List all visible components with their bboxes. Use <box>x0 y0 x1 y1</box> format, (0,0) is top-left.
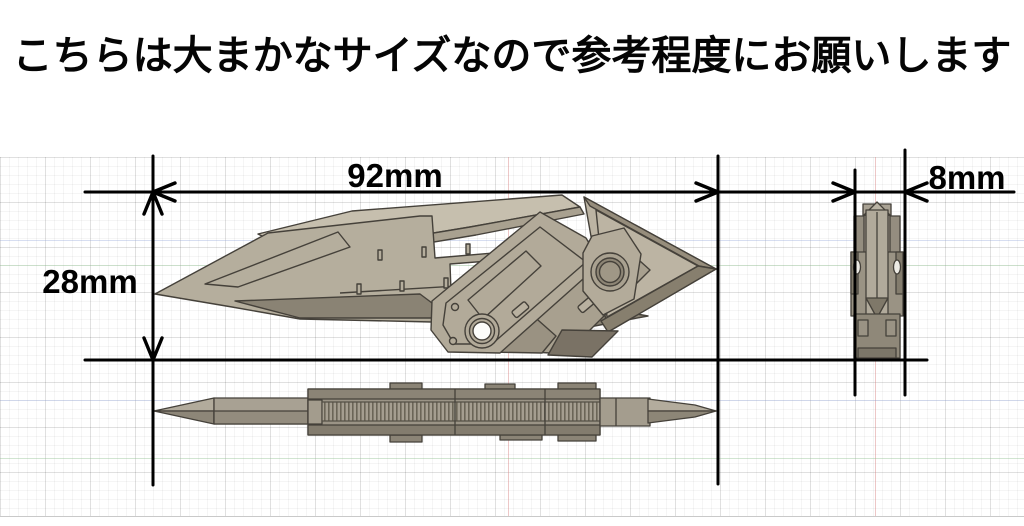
side-hull-panel-line <box>204 231 351 288</box>
width-dimension-label: 92mm <box>347 157 443 194</box>
arrow-depth-right-icon <box>903 181 929 203</box>
top-ribbed-band <box>321 401 601 422</box>
side-shadow-wedge <box>547 329 619 358</box>
end-v-groove <box>865 297 889 319</box>
end-side-hole-right <box>892 259 902 275</box>
side-pivot-hole <box>472 321 492 341</box>
top-tip-lower <box>153 410 215 425</box>
side-view-drawing <box>154 194 717 358</box>
height-dimension-label: 28mm <box>42 263 138 300</box>
top-tip-blade-upper <box>647 398 717 412</box>
top-view-drawing <box>153 382 717 443</box>
side-boss-face <box>598 260 622 284</box>
page-title: こちらは大まかなサイズなので参考程度にお願いします <box>12 32 1012 79</box>
dimension-annotations <box>83 148 1016 487</box>
depth-dimension-label: 8mm <box>928 159 1006 196</box>
side-arrowhead-bottom-bevel <box>600 265 717 333</box>
top-tip-blade-lower <box>647 410 717 424</box>
arrow-width-left-icon <box>151 181 177 203</box>
side-main-arm-slot <box>467 250 542 320</box>
arrow-height-top-icon <box>142 190 164 216</box>
arrow-height-bottom-icon <box>142 336 164 362</box>
top-right-shaft <box>599 397 651 427</box>
grid-axis-green-horizontal-2 <box>0 458 1024 459</box>
arrow-depth-left-icon <box>831 181 857 203</box>
end-view-drawing <box>850 201 904 359</box>
top-tip-upper <box>153 397 215 412</box>
arrow-width-right-icon <box>694 181 720 203</box>
grid-bottom-edge-line <box>0 516 1024 517</box>
